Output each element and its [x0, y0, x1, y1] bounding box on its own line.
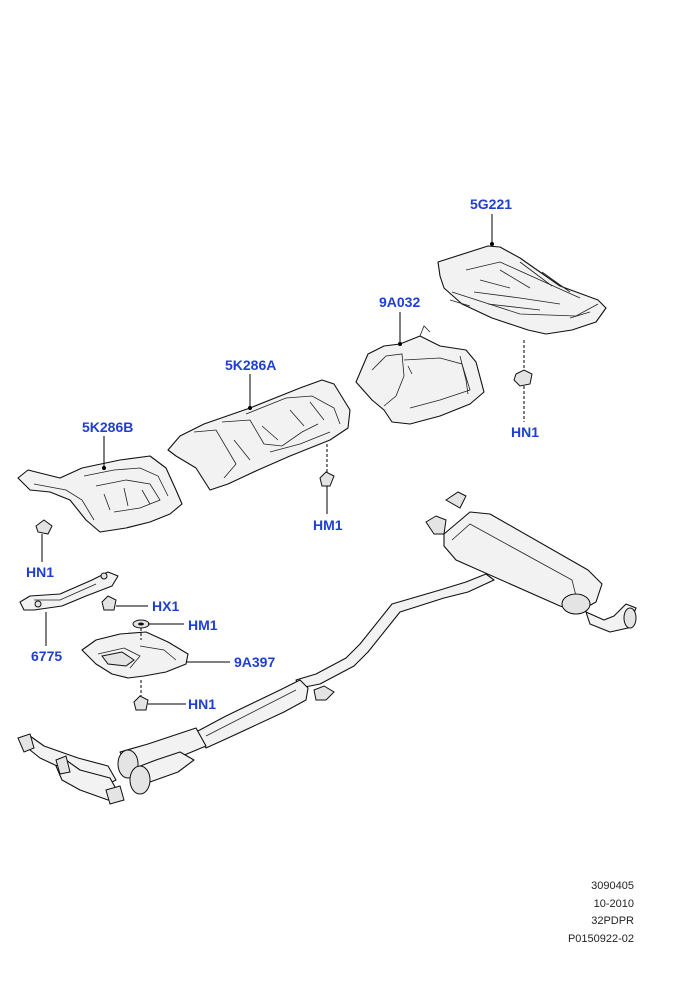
reference-block: 3090405 10-2010 32PDPR P0150922-02 — [568, 878, 634, 948]
callout-hn1-bottom: HN1 — [188, 696, 216, 712]
reference-line-4: P0150922-02 — [567, 932, 634, 945]
callout-hn1-right: HN1 — [511, 424, 539, 440]
fastener-hm1-center — [319, 471, 335, 487]
heat-shield-9a032 — [355, 325, 485, 425]
heat-shield-9a397 — [81, 631, 189, 679]
leader-lines — [41, 214, 525, 705]
reference-line-2: 10-2010 — [593, 897, 634, 910]
fastener-hm1-left — [132, 619, 150, 629]
callout-5k286a: 5K286A — [225, 357, 276, 373]
exhaust-system — [17, 491, 637, 805]
fastener-hn1-left — [35, 519, 53, 535]
heat-shield-5k286b — [17, 455, 183, 533]
callout-9a397: 9A397 — [234, 654, 275, 670]
heat-shield-5k286a — [167, 379, 351, 491]
callout-hx1: HX1 — [152, 598, 179, 614]
reference-line-1: 3090405 — [591, 880, 634, 892]
callout-hm1-center: HM1 — [313, 517, 343, 533]
callout-hm1-left: HM1 — [188, 617, 218, 633]
callout-9a032: 9A032 — [379, 294, 420, 310]
callout-5k286b: 5K286B — [82, 419, 133, 435]
reference-line-3: 32PDPR — [591, 915, 634, 927]
bracket-6775 — [19, 571, 119, 611]
fastener-hn1-bottom — [133, 695, 149, 711]
heat-shield-5g221 — [437, 242, 607, 335]
fastener-hx1 — [101, 595, 117, 611]
callout-5g221: 5G221 — [470, 196, 512, 212]
fastener-hn1-right — [513, 369, 533, 387]
callout-hn1-left: HN1 — [26, 564, 54, 580]
callout-6775: 6775 — [31, 648, 62, 664]
